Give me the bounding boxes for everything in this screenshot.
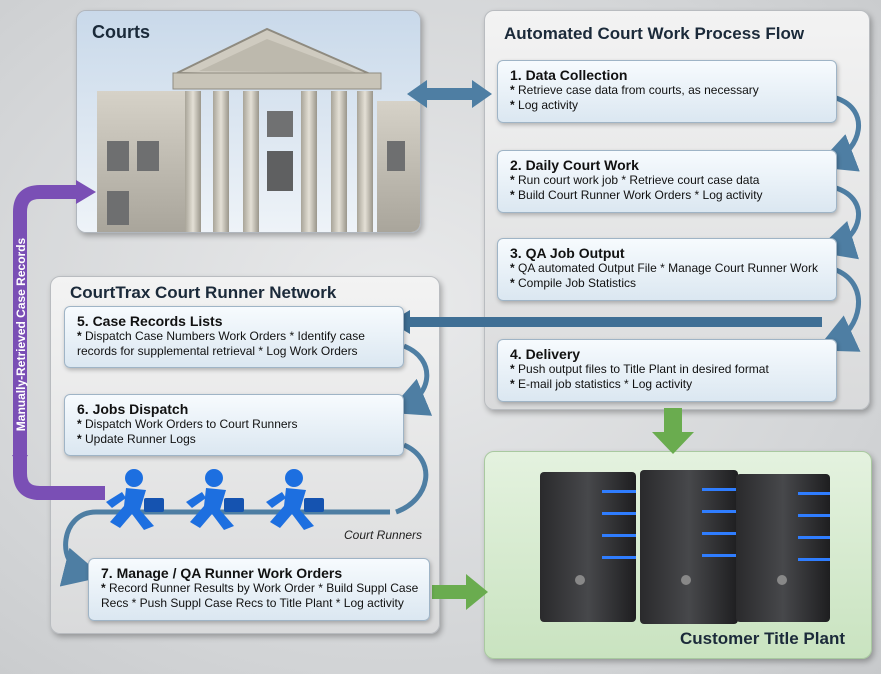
network-step-7-line-2: Recs * Push Suppl Case Recs to Title Pla… [101, 596, 404, 610]
manual-records-arrowhead [76, 180, 96, 204]
process-step-1-line-1: Retrieve case data from courts, as neces… [518, 83, 759, 97]
network-step-6-line-1: Dispatch Work Orders to Court Runners [85, 417, 298, 431]
process-step-4-line-1: Push output files to Title Plant in desi… [518, 362, 769, 376]
manual-records-arrow [13, 185, 105, 500]
courts-panel [76, 10, 421, 233]
network-step-5: 5. Case Records Lists * Dispatch Case Nu… [64, 306, 404, 368]
process-step-3-line-2: Compile Job Statistics [518, 276, 637, 290]
court-runners-label: Court Runners [344, 528, 423, 542]
process-step-4: 4. Delivery * Push output files to Title… [497, 339, 837, 402]
connector-5-6 [387, 343, 433, 416]
courts-sync-arrow [407, 80, 492, 108]
process-step-3: 3. QA Job Output * QA automated Output F… [497, 238, 837, 301]
process-flow-title: Automated Court Work Process Flow [504, 24, 805, 43]
process-step-3-line-1: QA automated Output File * Manage Court … [518, 261, 818, 275]
network-step-5-title: 5. Case Records Lists [77, 313, 223, 329]
network-step-7: 7. Manage / QA Runner Work Orders * Reco… [88, 558, 430, 621]
manual-records-arrowtail [12, 455, 28, 468]
connector-1-2 [815, 95, 862, 172]
runner-icon [106, 469, 164, 530]
customer-title-plant-title: Customer Title Plant [680, 629, 845, 648]
network-step-7-title: 7. Manage / QA Runner Work Orders [101, 565, 343, 581]
process-step-2: 2. Daily Court Work * Run court work job… [497, 150, 837, 213]
server-group [540, 470, 830, 624]
runner-icon [186, 469, 244, 530]
server-icon [640, 470, 738, 624]
runners-track [59, 509, 390, 587]
network-step-5-line-1: Dispatch Case Numbers Work Orders * Iden… [85, 329, 365, 343]
process-step-1-line-2: Log activity [518, 98, 579, 112]
network-step-6-title: 6. Jobs Dispatch [77, 401, 189, 417]
delivery-to-plant-arrow [652, 408, 694, 454]
process-step-2-title: 2. Daily Court Work [510, 157, 639, 173]
network-step-6: 6. Jobs Dispatch * Dispatch Work Orders … [64, 394, 404, 456]
process-step-2-line-1: Run court work job * Retrieve court case… [518, 173, 760, 187]
to-case-records-arrow [390, 310, 822, 334]
process-step-1-title: 1. Data Collection [510, 67, 628, 83]
server-icon [540, 472, 636, 622]
runner-results-to-plant-arrow [432, 574, 488, 610]
runner-network-title: CourtTrax Court Runner Network [70, 283, 337, 302]
process-step-4-title: 4. Delivery [510, 346, 581, 362]
connector-3-4 [815, 267, 862, 352]
process-step-1: 1. Data Collection * Retrieve case data … [497, 60, 837, 123]
network-step-7-line-1: Record Runner Results by Work Order * Bu… [109, 581, 419, 595]
process-step-4-line-2: E-mail job statistics * Log activity [518, 377, 693, 391]
process-step-3-title: 3. QA Job Output [510, 245, 625, 261]
court-runners-group [106, 469, 324, 530]
manual-records-label: Manually-Retrieved Case Records [14, 237, 28, 432]
connector-2-3 [814, 185, 862, 260]
courts-title: Courts [92, 22, 150, 42]
server-icon [736, 474, 830, 622]
network-step-6-line-2: Update Runner Logs [85, 432, 196, 446]
courthouse-photo [77, 11, 420, 232]
runner-icon [266, 469, 324, 530]
connector-6-dispatch [395, 442, 429, 515]
network-step-5-line-2: records for supplemental retrieval * Log… [77, 344, 358, 358]
process-step-2-line-2: Build Court Runner Work Orders * Log act… [518, 188, 763, 202]
